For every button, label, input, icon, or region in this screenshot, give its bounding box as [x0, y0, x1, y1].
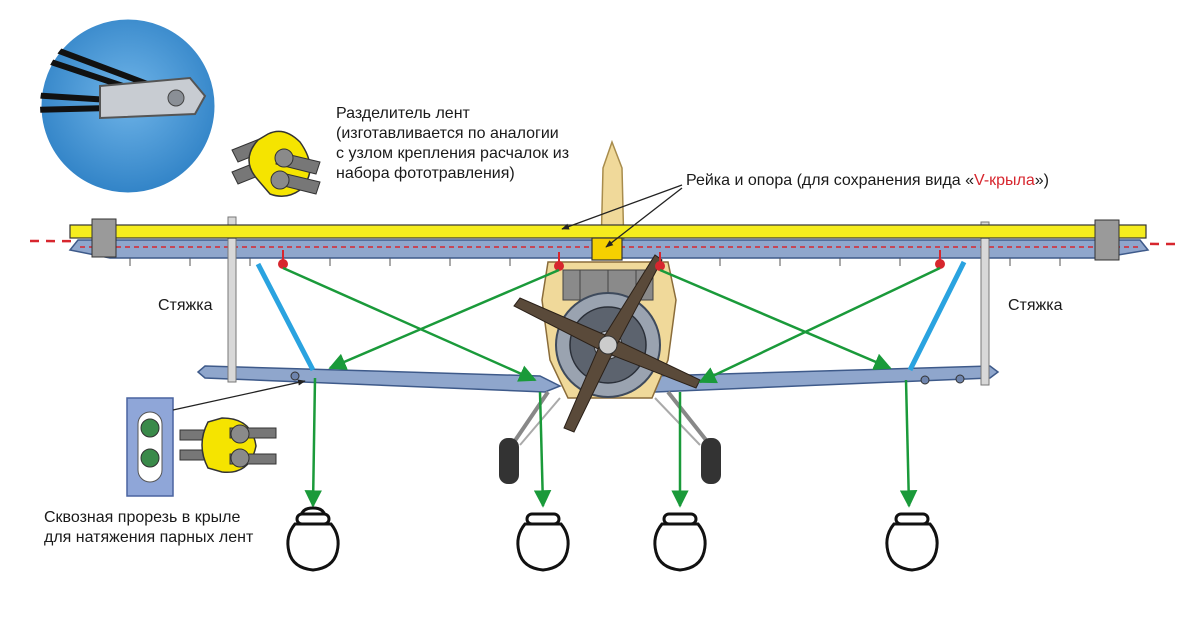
separator-label: Разделитель лент (изготавливается по ана… — [336, 104, 569, 184]
separator-label-line: с узлом крепления расчалок из — [336, 145, 570, 162]
tension-lines — [282, 266, 941, 508]
ribbon-separator-pair-icon — [179, 417, 277, 473]
tie-right-label: Стяжка — [1008, 297, 1063, 314]
rail-label-highlight: V-крыла — [974, 172, 1035, 189]
flying-wire-right — [907, 260, 967, 372]
rail-support — [591, 237, 623, 261]
flying-wire-left — [255, 262, 316, 372]
landing-gear — [499, 390, 721, 484]
rail-label: Рейка и опора (для сохранения вида «V-кр… — [686, 171, 1049, 191]
separator-photo-icon — [38, 16, 218, 196]
separator-label-line: (изготавливается по аналогии — [336, 125, 559, 142]
strut-right — [980, 221, 990, 386]
rail-label-before: Рейка и опора (для сохранения вида « — [686, 172, 975, 189]
clamp-right — [1094, 219, 1120, 261]
clamp-left — [91, 218, 117, 258]
slot-label-line: Сквозная прорезь в крыле — [44, 509, 241, 526]
separator-label-line: набора фототравления) — [336, 165, 515, 182]
propeller — [513, 254, 701, 433]
slot-label: Сквозная прорезь в крыле для натяжения п… — [44, 508, 253, 548]
rail-label-after: ») — [1034, 172, 1050, 189]
attachment-pins — [278, 250, 945, 271]
strut-left — [227, 216, 237, 383]
ribbon-separator-icon — [231, 130, 321, 197]
wing-slot-icon — [126, 397, 174, 497]
kettlebell-icon — [286, 506, 939, 572]
separator-label-line: Разделитель лент — [336, 105, 470, 122]
tie-left-label: Стяжка — [158, 297, 213, 314]
slot-label-line: для натяжения парных лент — [44, 529, 254, 546]
rail — [69, 224, 1147, 239]
leader-lines — [172, 184, 683, 411]
